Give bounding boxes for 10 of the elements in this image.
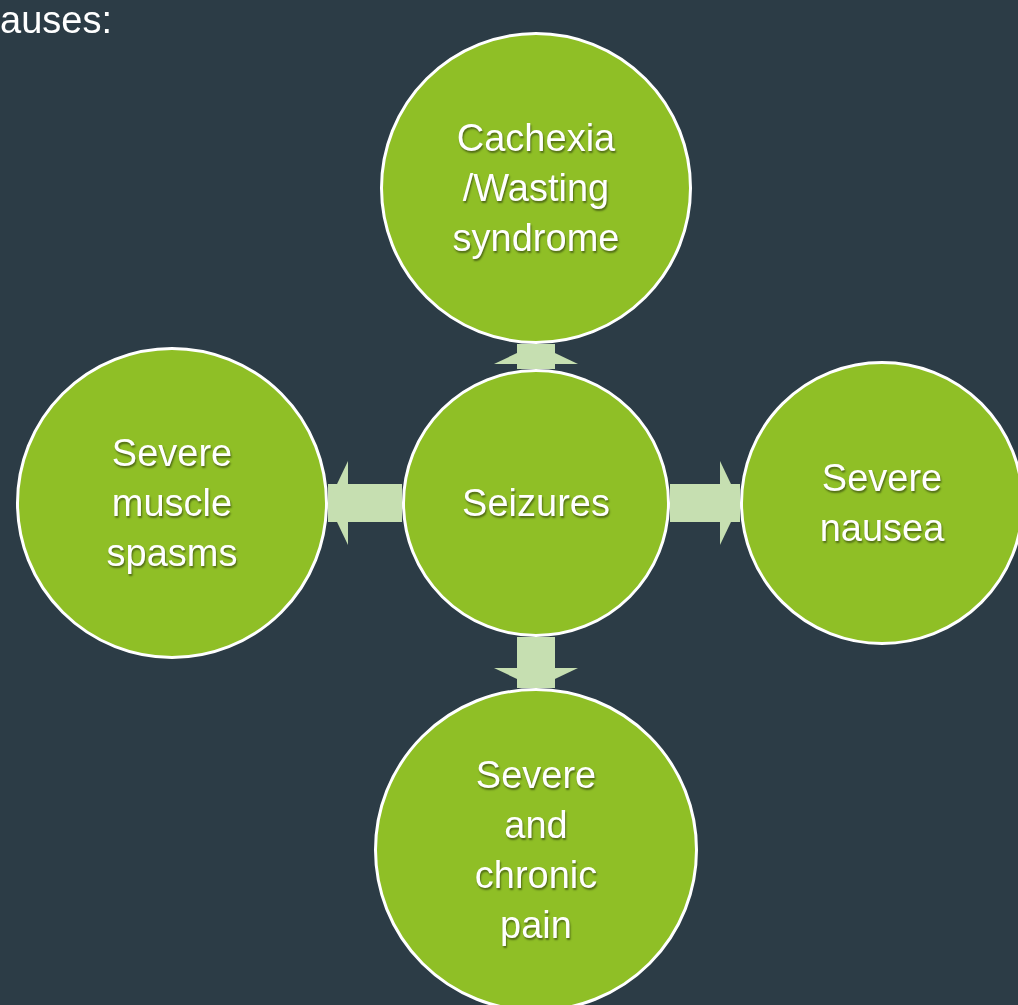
node-label: Seizures [461, 481, 611, 526]
block-arrow [328, 461, 402, 545]
block-arrow [494, 344, 578, 369]
block-arrow [494, 637, 578, 688]
node-label: Cachexia /Wasting syndrome [451, 116, 621, 261]
node-label: Severe and chronic pain [473, 753, 599, 948]
heading-text: auses: [0, 0, 112, 43]
node-label: Severe muscle spasms [105, 431, 239, 576]
node-label: Severe nausea [818, 456, 946, 551]
block-arrow [670, 461, 740, 545]
